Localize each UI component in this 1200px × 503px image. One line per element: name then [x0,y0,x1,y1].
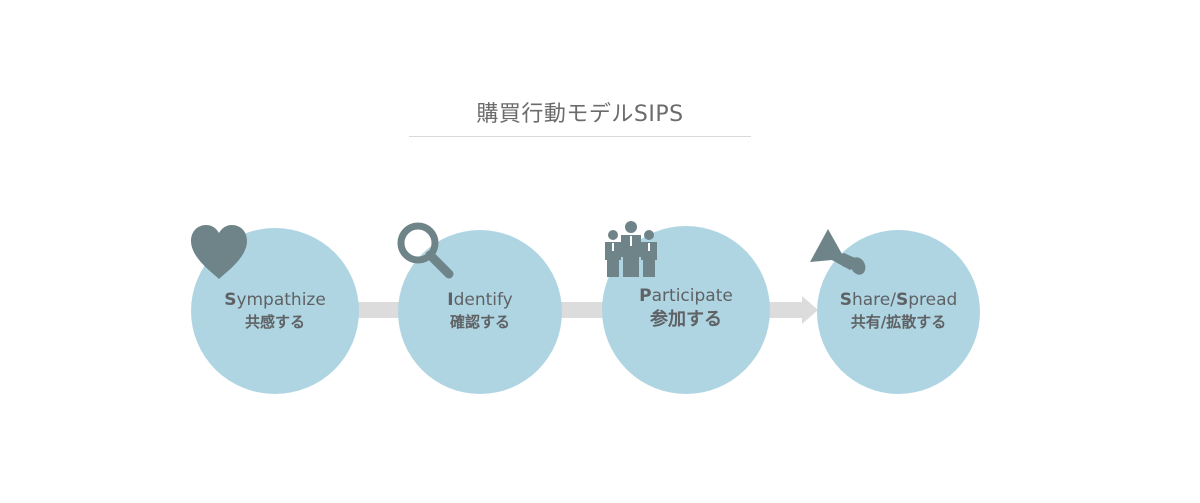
step-english-label: Share/Spread [839,290,958,310]
title-divider [409,136,751,137]
step-japanese-label: 確認する [449,313,510,332]
step-japanese-label: 共有/拡散する [850,313,947,332]
people-icon [605,221,657,277]
step-japanese-label: 参加する [650,309,722,331]
step-english-label: Participate [639,286,733,306]
heart-icon [191,225,247,279]
diagram-title: 購買行動モデルSIPS [476,102,684,127]
step-english-label: Identify [447,290,513,310]
step-english-label: Sympathize [224,290,326,310]
magnifier-icon [397,222,454,279]
step-japanese-label: 共感する [244,313,305,332]
megaphone-icon [810,229,866,275]
